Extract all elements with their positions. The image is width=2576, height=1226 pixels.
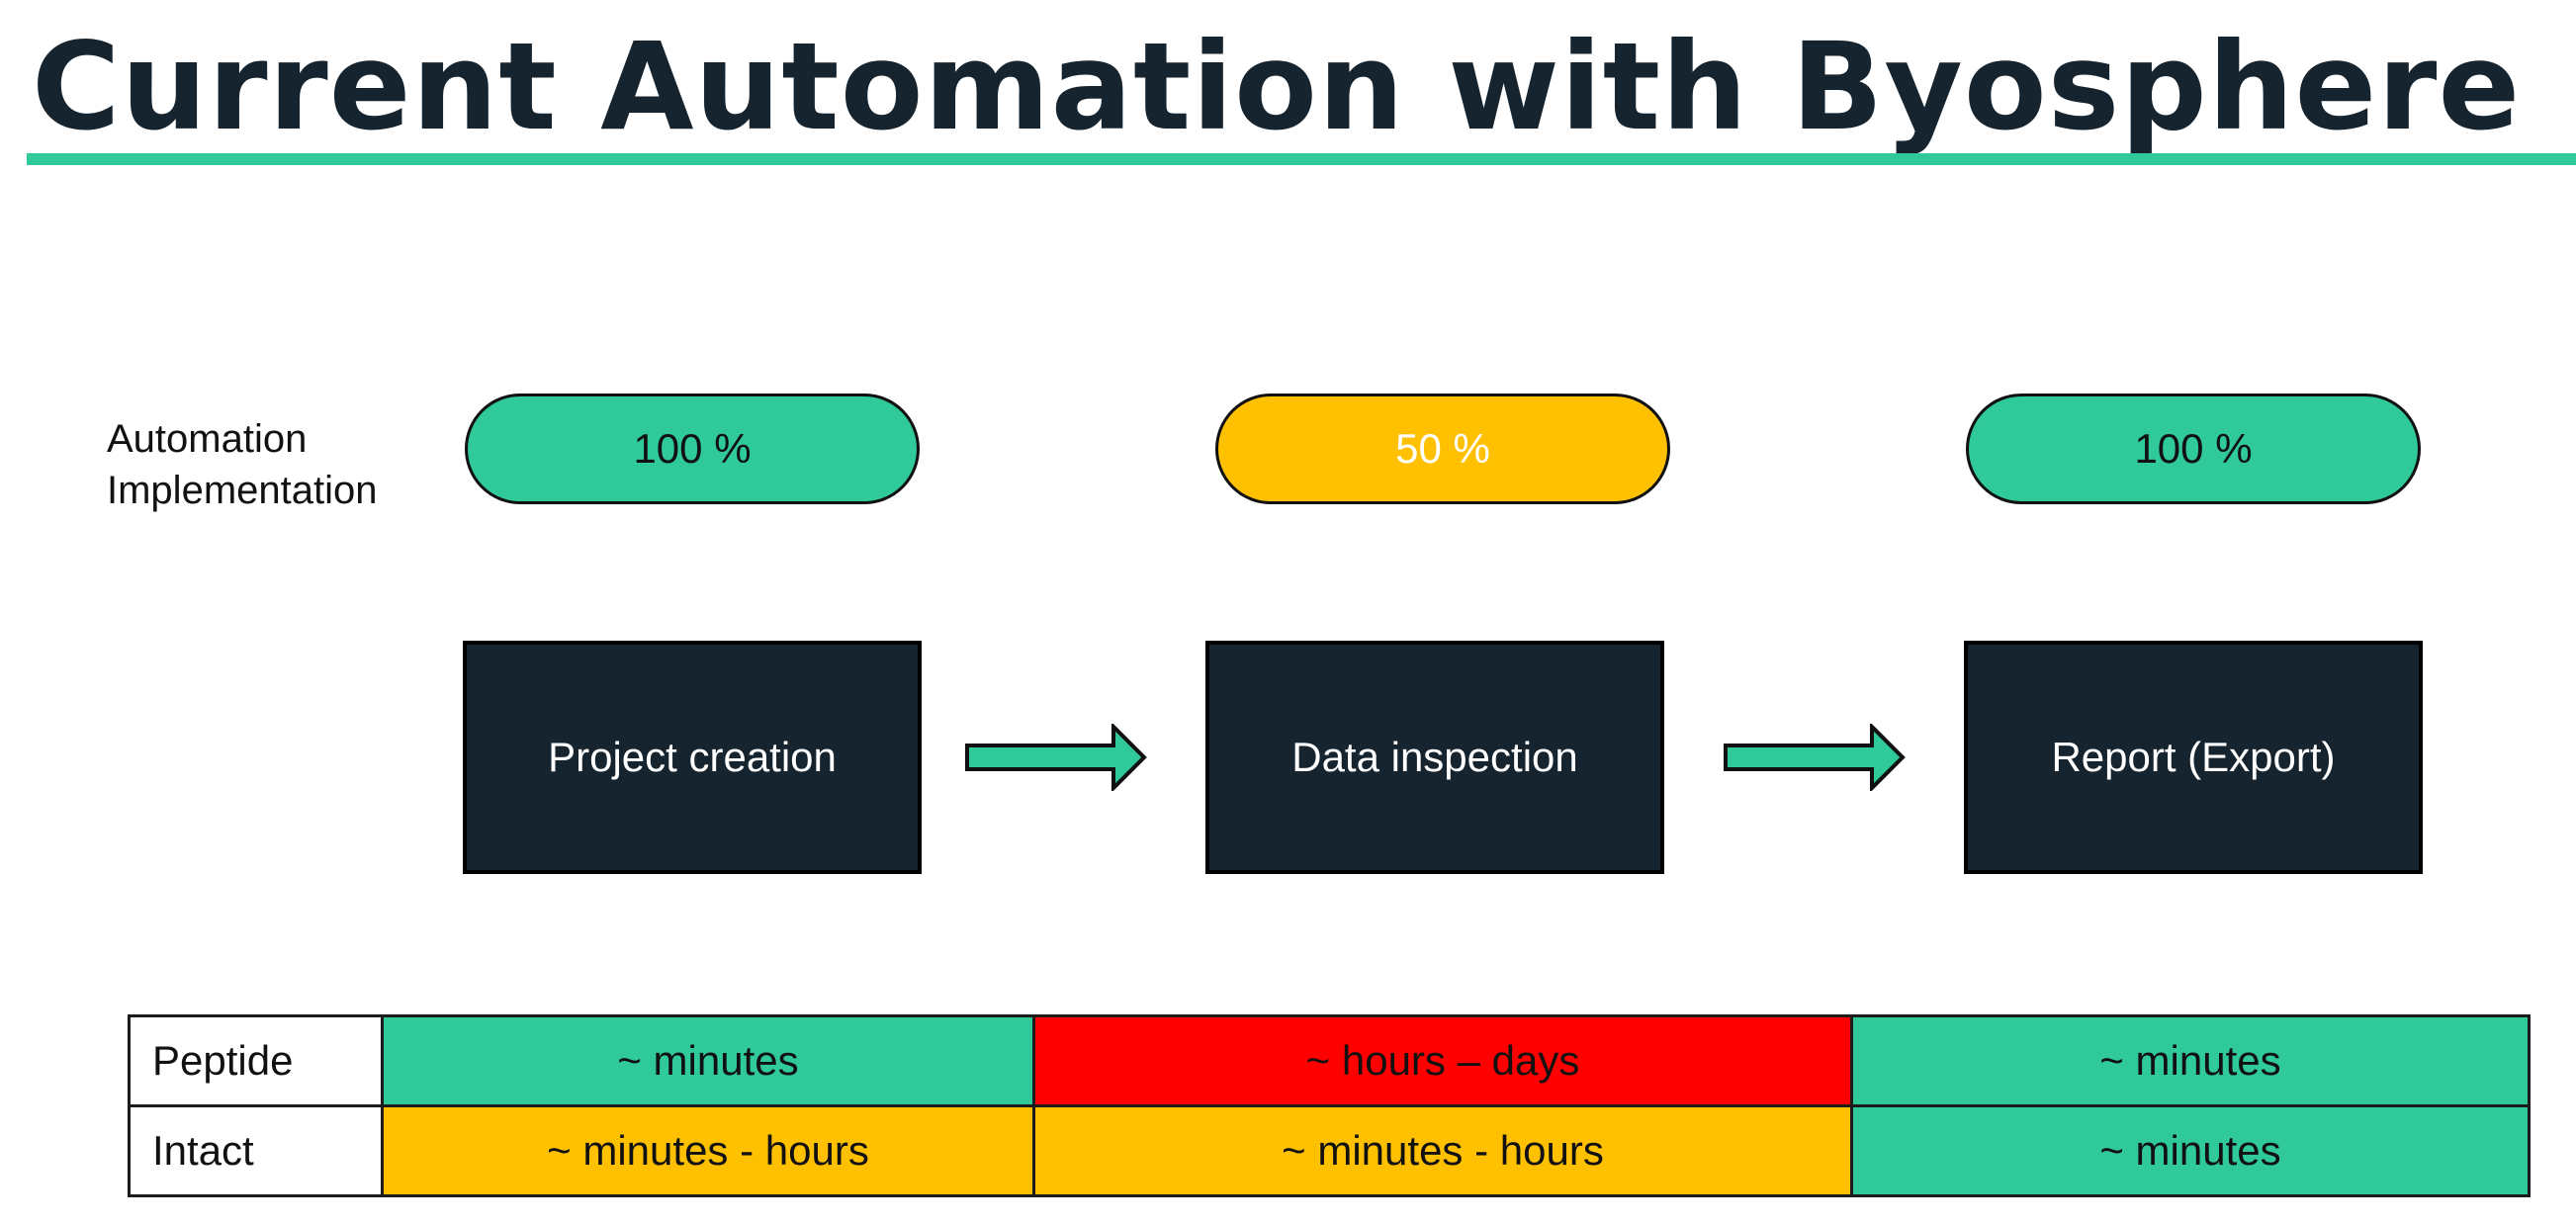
time-cell: ~ minutes: [1850, 1104, 2531, 1197]
table-row-intact: Intact ~ minutes - hours ~ minutes - hou…: [128, 1104, 2531, 1197]
time-cell: ~ minutes: [1850, 1014, 2531, 1107]
automation-level-report-export: 100 %: [1966, 394, 2421, 504]
time-cell: ~ hours – days: [1032, 1014, 1853, 1107]
automation-level-project-creation: 100 %: [465, 394, 920, 504]
automation-implementation-label: Automation Implementation: [107, 413, 377, 516]
time-cell: ~ minutes: [381, 1014, 1035, 1107]
processing-time-table: Peptide ~ minutes ~ hours – days ~ minut…: [128, 1014, 2531, 1197]
step-data-inspection: Data inspection: [1205, 641, 1664, 874]
arrow-right-shape: [965, 724, 1147, 791]
automation-label-line-2: Implementation: [107, 469, 378, 512]
slide-title: Current Automation with Byosphere: [32, 17, 2522, 157]
step-report-export: Report (Export): [1964, 641, 2423, 874]
arrow-right-icon: [965, 724, 1147, 791]
arrow-right-shape: [1724, 724, 1906, 791]
row-header-peptide: Peptide: [128, 1014, 384, 1107]
arrow-right-icon: [1724, 724, 1906, 791]
automation-label-line-1: Automation: [107, 417, 308, 461]
automation-level-data-inspection: 50 %: [1215, 394, 1670, 504]
row-header-intact: Intact: [128, 1104, 384, 1197]
time-cell: ~ minutes - hours: [1032, 1104, 1853, 1197]
title-underline: [27, 153, 2576, 165]
table-row-peptide: Peptide ~ minutes ~ hours – days ~ minut…: [128, 1014, 2531, 1107]
step-project-creation: Project creation: [463, 641, 922, 874]
time-cell: ~ minutes - hours: [381, 1104, 1035, 1197]
